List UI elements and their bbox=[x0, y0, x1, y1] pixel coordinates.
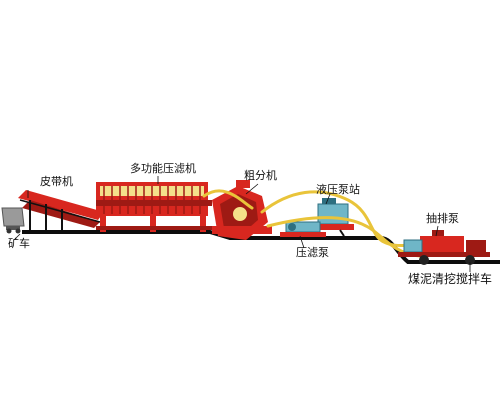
mixer-truck bbox=[398, 230, 490, 265]
label-filter-press-pump: 压滤泵 bbox=[296, 246, 329, 259]
filter-press-pump bbox=[280, 221, 326, 237]
belt-conveyor bbox=[18, 190, 104, 230]
label-hydraulic-pump-station: 液压泵站 bbox=[316, 183, 360, 196]
mine-cart bbox=[1, 207, 25, 234]
label-leaders bbox=[13, 176, 471, 272]
filter-press-machine bbox=[96, 182, 212, 232]
label-belt-conveyor: 皮带机 bbox=[40, 175, 73, 188]
label-coarse-separator: 粗分机 bbox=[244, 169, 277, 182]
label-mine-cart: 矿车 bbox=[8, 237, 30, 250]
label-filter-press: 多功能压滤机 bbox=[130, 162, 196, 175]
label-mixer-truck: 煤泥清挖搅拌车 bbox=[408, 272, 493, 286]
label-extraction-pump: 抽排泵 bbox=[426, 212, 459, 225]
slurry-pipes bbox=[202, 189, 422, 258]
coarse-separator-machine bbox=[212, 180, 272, 240]
